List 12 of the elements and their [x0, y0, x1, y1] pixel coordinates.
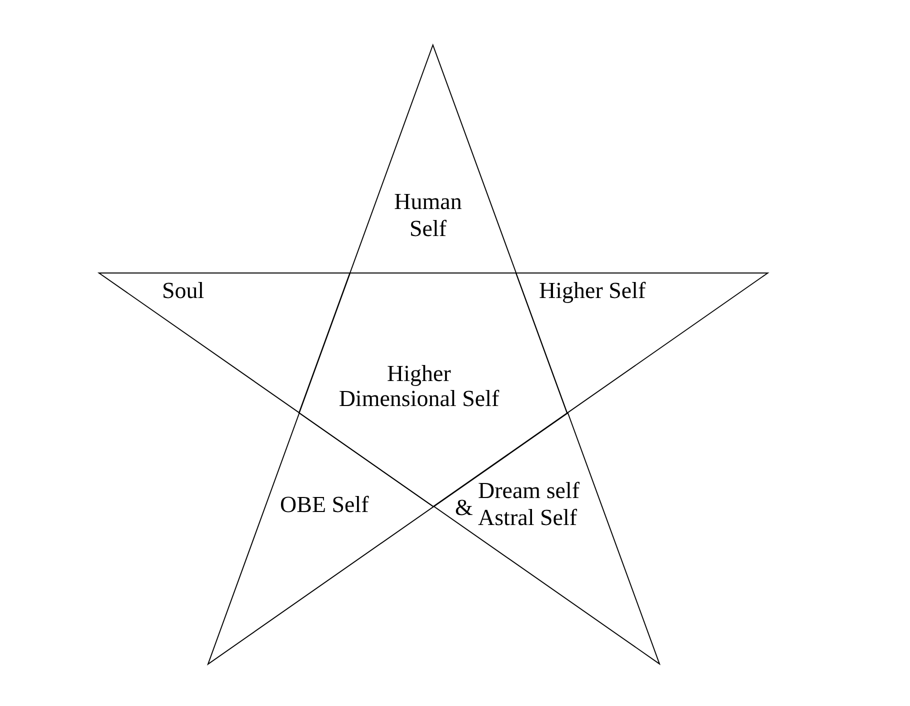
- star-point: [434, 413, 659, 664]
- region-label: OBE Self: [280, 490, 369, 518]
- star-point: [516, 273, 768, 414]
- region-label: Higher Dimensional Self: [338, 361, 500, 411]
- region-label: Astral Self: [478, 504, 578, 531]
- region-label: &: [455, 494, 473, 521]
- region-label: Dream self: [478, 476, 580, 504]
- star-point: [208, 412, 434, 664]
- region-label: Human Self: [393, 188, 463, 242]
- region-label: Soul: [162, 277, 204, 304]
- star-point: [350, 45, 516, 273]
- region-label: Higher Self: [538, 277, 646, 304]
